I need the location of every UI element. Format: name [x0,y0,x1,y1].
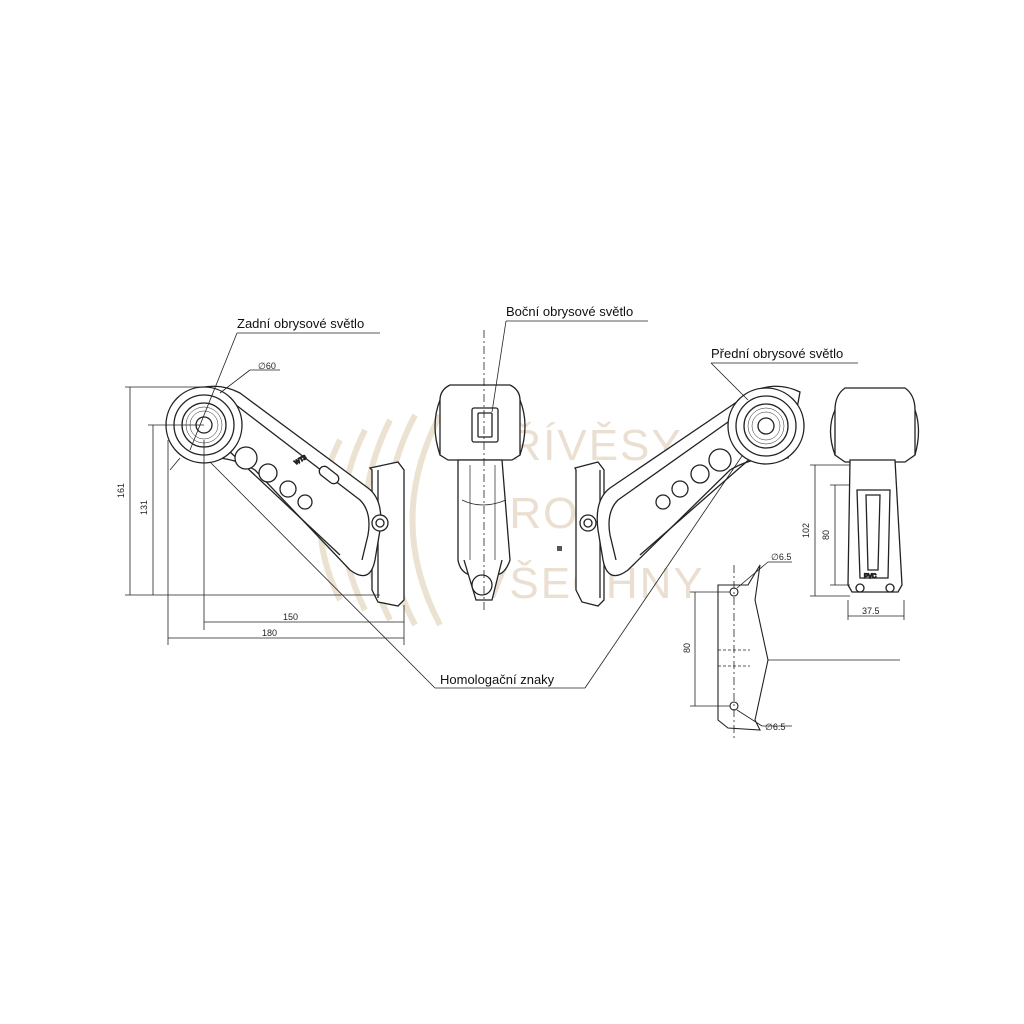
front-pvc-mark: PVC [864,574,877,580]
front-leader [710,362,858,401]
hole-spacing-label: 80 [682,643,692,653]
front-view-drawing: PVC [829,387,920,593]
rear-diameter-label: ∅60 [258,361,276,371]
rear-height-161: 161 [116,483,126,498]
side-leader [491,320,648,413]
front-view-width: 37.5 [862,606,880,616]
homologation-leaders [209,455,743,689]
hole-pattern-drawing [690,561,900,740]
front-light-label: Přední obrysové světlo [711,346,843,361]
rear-width-150: 150 [283,612,298,622]
side-light-label: Boční obrysové světlo [506,304,633,319]
hole-bottom-label: ∅6.5 [765,722,785,732]
front-view-height-102: 102 [801,523,811,538]
front-light-drawing [574,385,805,607]
rear-dimensions [125,369,405,645]
rear-light-label: Zadní obrysové světlo [237,316,364,331]
rear-width-180: 180 [262,628,277,638]
hole-top-label: ∅6.5 [771,552,791,562]
center-mark [557,546,562,551]
front-view-height-80: 80 [821,530,831,540]
homologation-label: Homologační znaky [440,672,555,687]
front-view-dimensions [810,464,905,620]
rear-light-drawing: WT3 [165,385,405,607]
rear-leader [189,332,380,451]
rear-height-131: 131 [139,500,149,515]
